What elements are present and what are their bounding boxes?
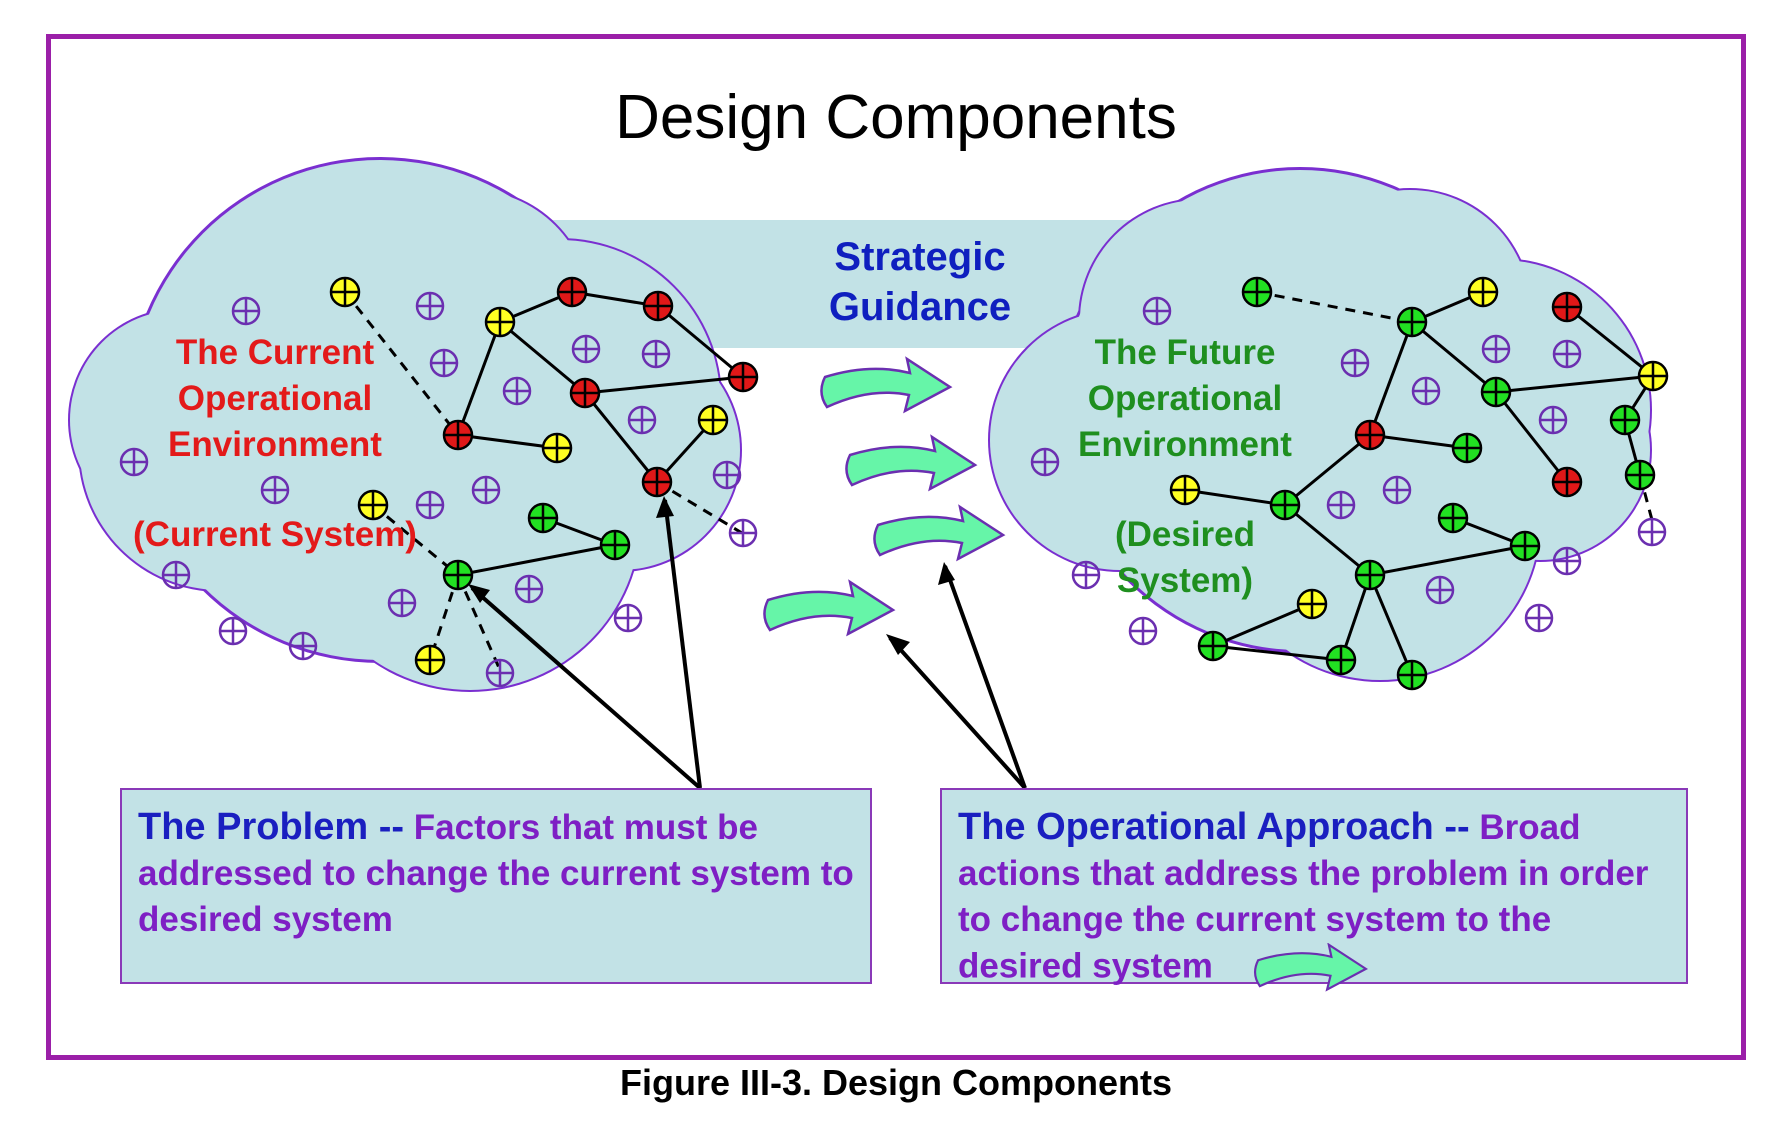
green-factor [1451, 432, 1483, 464]
strategic-guidance-label: Strategic Guidance [828, 235, 1012, 329]
red-factor [641, 466, 673, 498]
green-factor [1325, 644, 1357, 676]
green-factor [1480, 376, 1512, 408]
yellow-factor [1169, 474, 1201, 506]
curved-arrow-icon [873, 504, 1006, 562]
green-factor [1197, 630, 1229, 662]
green-factor [1396, 306, 1428, 338]
green-factor [442, 559, 474, 591]
green-factor [599, 529, 631, 561]
red-factor [1354, 419, 1386, 451]
yellow-factor [1637, 360, 1669, 392]
problem-text: Factors that must be addressed to change… [138, 808, 854, 939]
green-factor [1354, 559, 1386, 591]
green-factor [1269, 489, 1301, 521]
yellow-factor [357, 489, 389, 521]
red-factor [727, 361, 759, 393]
current-system-label: (Current System) [133, 515, 417, 554]
curved-arrow-icon [820, 356, 953, 414]
problem-box: The Problem -- Factors that must be addr… [120, 788, 872, 984]
current-colored-factors [329, 276, 759, 676]
curved-arrow-icon [763, 579, 896, 637]
green-factor [1509, 530, 1541, 562]
approach-arrows [763, 356, 1006, 637]
green-factor [1241, 276, 1273, 308]
operational-approach-box: The Operational Approach -- Broad action… [940, 788, 1688, 992]
yellow-factor [329, 276, 361, 308]
yellow-factor [541, 432, 573, 464]
future-environment-label: The Future Operational Environment [1078, 333, 1292, 464]
yellow-factor [484, 306, 516, 338]
yellow-factor [414, 644, 446, 676]
pointer-arrows [470, 499, 1027, 790]
pointer-arrowheads [468, 496, 955, 655]
green-factor [1609, 404, 1641, 436]
yellow-factor [1296, 588, 1328, 620]
desired-system-label: (Desired System) [1114, 515, 1256, 600]
red-factor [642, 290, 674, 322]
green-factor [1624, 459, 1656, 491]
curved-arrow-icon [845, 434, 978, 492]
red-factor [1551, 466, 1583, 498]
figure-caption: Figure III-3. Design Components [619, 1062, 1173, 1103]
yellow-factor [697, 404, 729, 436]
yellow-factor [1467, 276, 1499, 308]
curved-arrow-icon [1253, 942, 1368, 992]
red-factor [569, 377, 601, 409]
red-factor [1551, 291, 1583, 323]
approach-text: Broad actions that address the problem i… [958, 808, 1649, 986]
current-environment-label: The Current Operational Environment [168, 333, 382, 464]
green-factor [1437, 502, 1469, 534]
red-factor [442, 419, 474, 451]
green-factor [527, 502, 559, 534]
red-factor [556, 276, 588, 308]
figure-frame [46, 34, 1746, 1060]
desired-colored-factors [1169, 276, 1669, 691]
approach-heading: The Operational Approach -- [958, 806, 1470, 848]
figure-title: Design Components [615, 83, 1177, 152]
problem-heading: The Problem -- [138, 806, 405, 848]
green-factor [1396, 659, 1428, 691]
